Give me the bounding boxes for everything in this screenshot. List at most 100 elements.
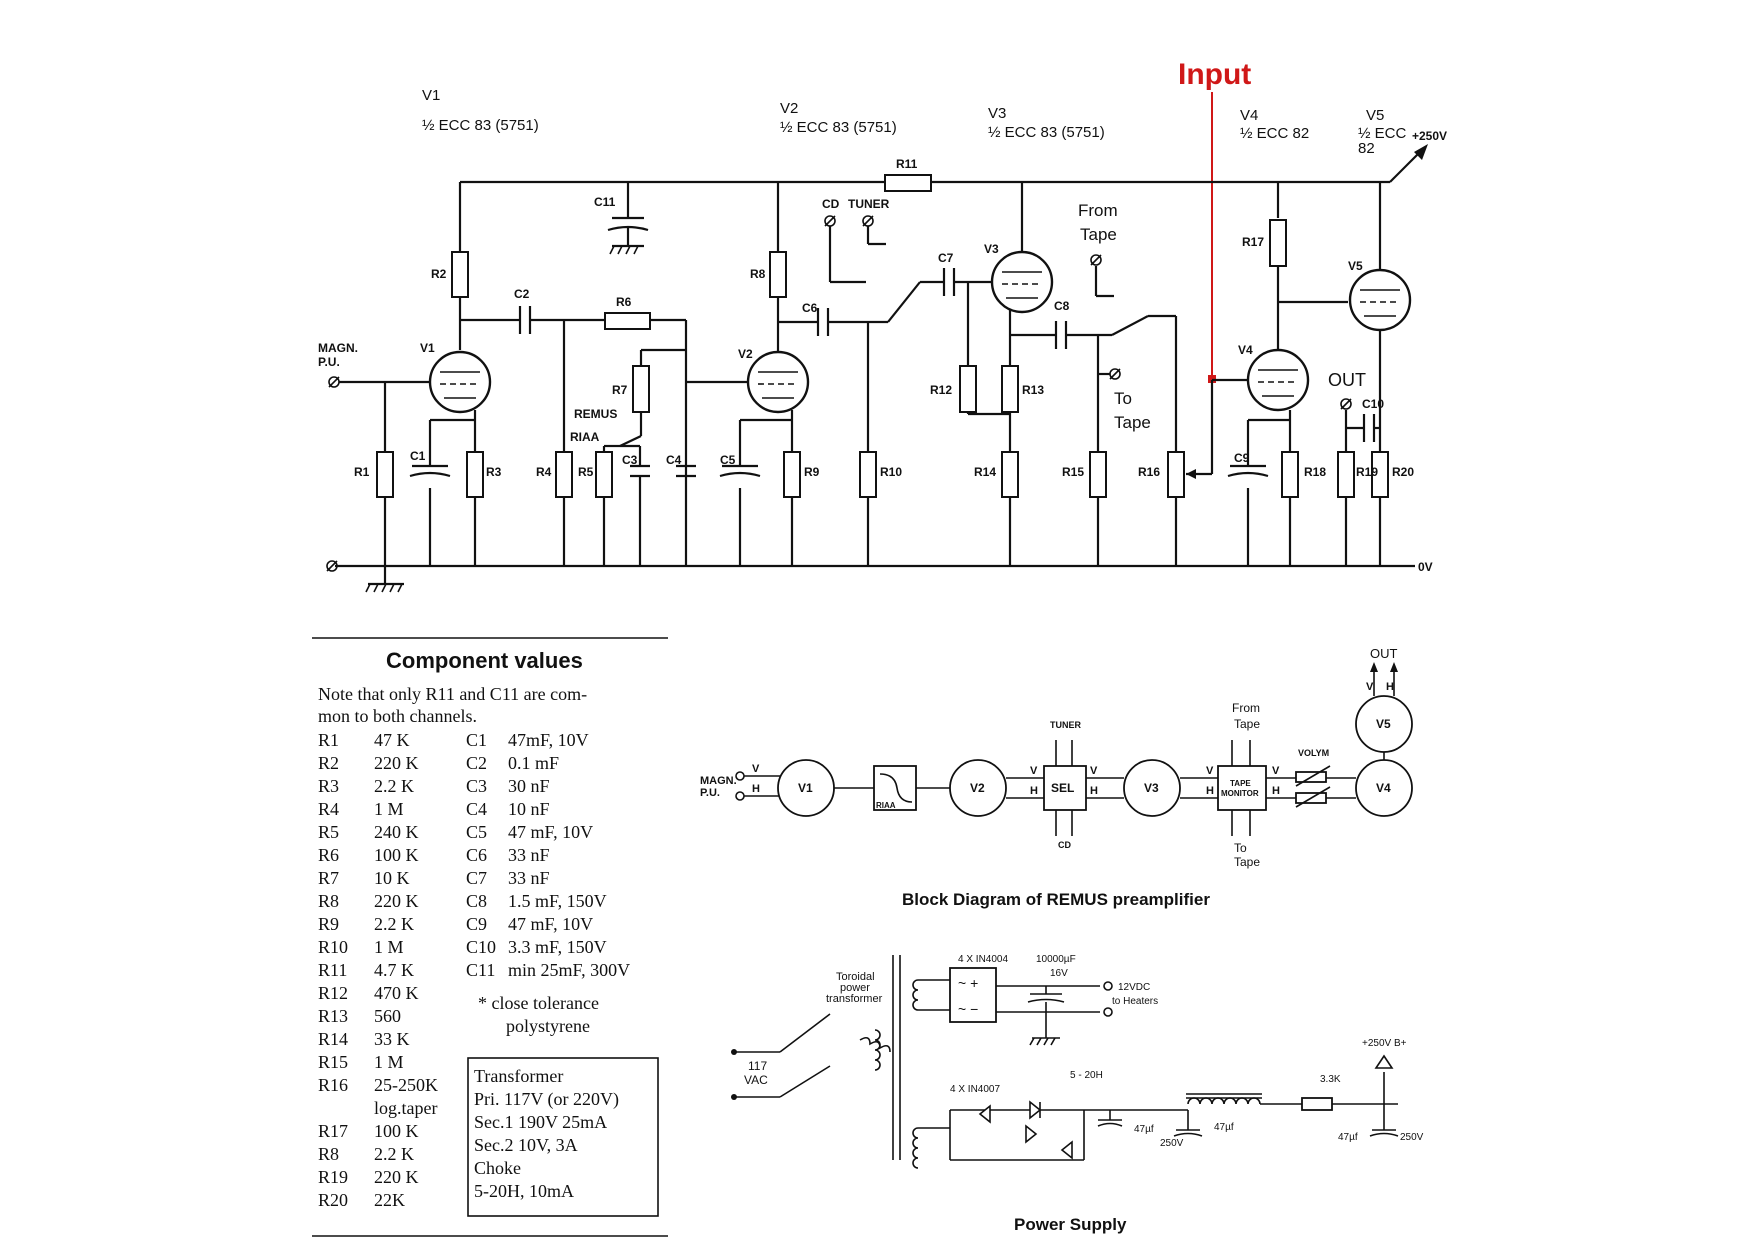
r6-label: R6 [616, 295, 632, 309]
resistor-id: R3 [318, 776, 339, 796]
resistor-value: 100 K [374, 1121, 419, 1141]
resistor-value: 10 K [374, 868, 410, 888]
header-v5-type1: ½ ECC [1358, 125, 1407, 142]
c7-label: C7 [938, 251, 954, 265]
bd-tuner: TUNER [1050, 720, 1081, 730]
r16-label: R16 [1138, 465, 1160, 479]
tube-v3 [990, 250, 1054, 314]
bd-sel: SEL [1051, 781, 1074, 795]
r9-label: R9 [804, 465, 820, 479]
tube-label-v1: V1 [420, 341, 435, 355]
bd-v5-circle [1355, 695, 1413, 753]
footnote-1: * close tolerance [478, 993, 599, 1013]
tuner-label: TUNER [848, 197, 890, 211]
c2-label: C2 [514, 287, 530, 301]
bd-to-tape-1: To [1234, 841, 1247, 855]
ps-mains-1: 117 [748, 1059, 767, 1073]
r4-label: R4 [536, 465, 552, 479]
ps-heaters-1: 12VDC [1118, 982, 1150, 993]
c5-label: C5 [720, 453, 736, 467]
c10-label: C10 [1362, 397, 1384, 411]
c11-label: C11 [594, 195, 616, 209]
power-supply: Toroidal power transformer 117 VAC 4 X I… [731, 954, 1424, 1234]
ps-cap-4: 47µf [1338, 1132, 1358, 1143]
header-v1-name: V1 [422, 87, 440, 104]
resistor-id: R2 [318, 753, 339, 773]
bd-tape-monitor-box [1217, 765, 1267, 811]
components-note-2: mon to both channels. [318, 706, 477, 726]
transformer-line: Sec.1 190V 25mA [474, 1112, 607, 1132]
header-v5-type2: 82 [1358, 140, 1375, 157]
capacitor-id: C9 [466, 914, 487, 934]
capacitor-value: min 25mF, 300V [508, 960, 630, 980]
ps-toroidal-2: power [840, 982, 870, 994]
bd-h-6: H [1386, 681, 1394, 693]
transformer-line: Sec.2 10V, 3A [474, 1135, 578, 1155]
schematic-wiring [326, 144, 1428, 593]
capacitor-id: C4 [466, 799, 487, 819]
resistor-value: 220 K [374, 753, 419, 773]
bd-h-5: H [1272, 785, 1280, 797]
resistor-id: R5 [318, 822, 339, 842]
c6-label: C6 [802, 301, 818, 315]
c4-label: C4 [666, 453, 682, 467]
resistor-value: 25-250K [374, 1075, 438, 1095]
capacitor-value: 47 mF, 10V [508, 914, 593, 934]
r11-label: R11 [896, 157, 918, 171]
ps-toroidal-3: transformer [826, 993, 883, 1005]
ps-rect-bottom: 4 X IN4007 [950, 1084, 1000, 1095]
bd-tape-monitor-2: MONITOR [1221, 789, 1259, 798]
components-note-1: Note that only R11 and C11 are com- [318, 684, 587, 704]
transformer-box [467, 1057, 659, 1217]
resistor-id: R13 [318, 1006, 348, 1026]
bd-v-5: V [1272, 765, 1280, 777]
bd-v-4: V [1206, 765, 1214, 777]
tube-label-v3: V3 [984, 242, 999, 256]
capacitor-value: 30 nF [508, 776, 550, 796]
magn-label-1: MAGN. [318, 341, 358, 355]
transformer-line: 5-20H, 10mA [474, 1181, 574, 1201]
tube-v4 [1246, 348, 1310, 412]
bd-input-2: P.U. [700, 787, 720, 799]
schematic-electrolytics [409, 464, 1269, 478]
transformer-line: Pri. 117V (or 220V) [474, 1089, 619, 1110]
header-v3-type: ½ ECC 83 (5751) [988, 124, 1105, 141]
tube-v5 [1348, 268, 1412, 332]
bd-from-tape-1: From [1232, 701, 1260, 715]
power-supply-title: Power Supply [1014, 1215, 1127, 1234]
resistor-value: 470 K [374, 983, 419, 1003]
bd-v-6: V [1366, 681, 1374, 693]
svg-text:~ −: ~ − [958, 1001, 978, 1017]
ps-bplus: +250V B+ [1362, 1038, 1407, 1049]
from-tape-2: Tape [1080, 225, 1117, 244]
components-title: Component values [386, 648, 583, 673]
resistor-value: log.taper [374, 1098, 437, 1118]
capacitor-id: C1 [466, 730, 487, 750]
resistor-id: R17 [318, 1121, 348, 1141]
from-tape-1: From [1078, 201, 1118, 220]
ps-rect-top: 4 X IN4004 [958, 954, 1008, 965]
bd-out: OUT [1370, 646, 1398, 661]
ground-label: 0V [1418, 560, 1433, 574]
resistor-value: 1 M [374, 1052, 404, 1072]
bd-v5: V5 [1376, 717, 1391, 731]
capacitor-value: 1.5 mF, 150V [508, 891, 607, 911]
resistor-value: 2.2 K [374, 776, 414, 796]
resistor-id: R6 [318, 845, 339, 865]
capacitor-id: C2 [466, 753, 487, 773]
header-v5-name: V5 [1366, 107, 1384, 124]
r8-label: R8 [750, 267, 766, 281]
bd-v3-circle [1123, 759, 1181, 817]
ps-heaters-2: to Heaters [1112, 996, 1158, 1007]
bd-v-1: V [752, 763, 760, 775]
svg-text:~ +: ~ + [958, 975, 978, 991]
capacitor-value: 33 nF [508, 868, 550, 888]
bd-h-1: H [752, 783, 760, 795]
resistor-value: 1 M [374, 937, 404, 957]
bd-h-2: H [1030, 785, 1038, 797]
bd-input-1: MAGN. [700, 775, 737, 787]
resistor-id: R12 [318, 983, 348, 1003]
r15-label: R15 [1062, 465, 1084, 479]
